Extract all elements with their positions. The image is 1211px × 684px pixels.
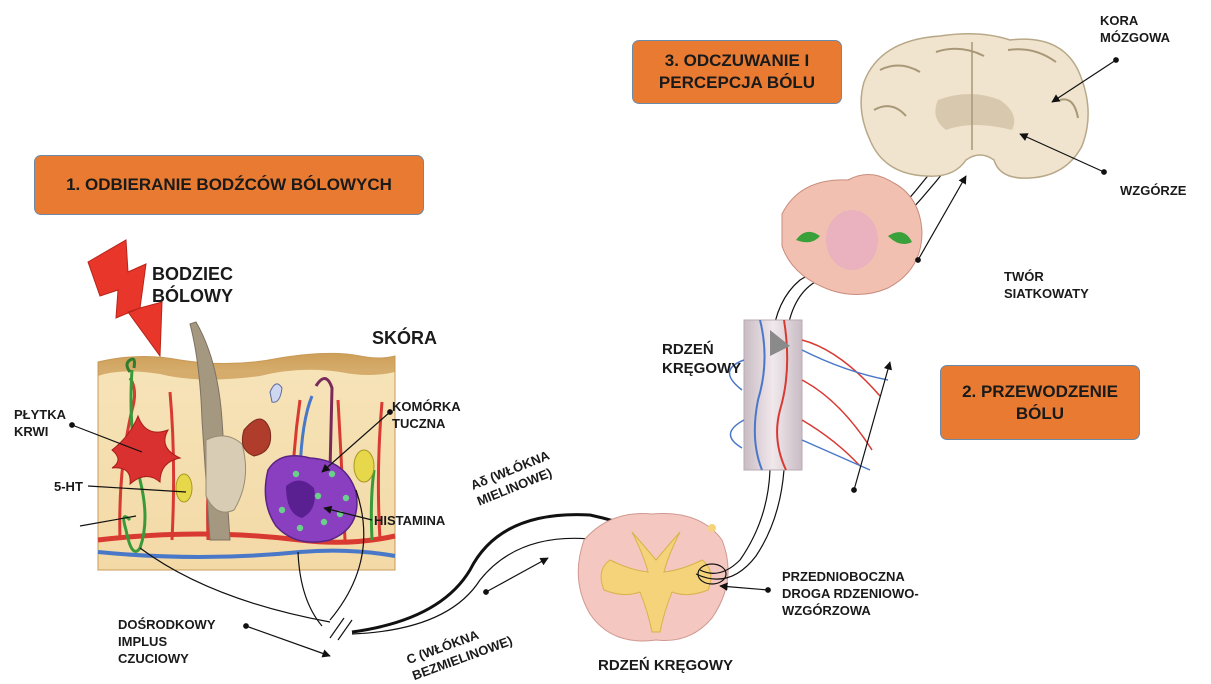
stage-conduction-box: 2. PRZEWODZENIE BÓLU: [940, 365, 1140, 440]
stage-reception-label: 1. ODBIERANIE BODŹCÓW BÓLOWYCH: [66, 174, 392, 196]
anterolateral-tract-label: PRZEDNIOBOCZNA DROGA RDZENIOWO- WZGÓRZOW…: [782, 568, 919, 619]
reticular-formation-label: TWÓR SIATKOWATY: [1004, 268, 1089, 302]
serotonin-label: 5-HT: [54, 478, 83, 495]
stage-perception-line2: PERCEPCJA BÓLU: [659, 72, 815, 94]
skin-label: SKÓRA: [372, 327, 437, 349]
cerebral-cortex-label: KORA MÓZGOWA: [1100, 12, 1170, 46]
thalamus-label: WZGÓRZE: [1120, 182, 1186, 199]
stimulus-label: BODZIEC BÓLOWY: [152, 263, 233, 307]
stage-perception-box: 3. ODCZUWANIE I PERCEPCJA BÓLU: [632, 40, 842, 104]
afferent-impulse-label: DOŚRODKOWY IMPLUS CZUCIOWY: [118, 616, 216, 667]
lightning-bolt-icon: [88, 240, 162, 356]
stage-conduction-line1: 2. PRZEWODZENIE: [962, 381, 1118, 403]
stage-perception-line1: 3. ODCZUWANIE I: [665, 50, 810, 72]
stage-reception-box: 1. ODBIERANIE BODŹCÓW BÓLOWYCH: [34, 155, 424, 215]
histamine-label: HISTAMINA: [374, 512, 445, 529]
spinal-cord-segment: [729, 320, 888, 470]
brainstem-section: [782, 174, 922, 294]
spinal-cord-bottom-label: RDZEŃ KRĘGOWY: [598, 656, 733, 675]
stage-conduction-line2: BÓLU: [1016, 403, 1064, 425]
mast-cell-label: KOMÓRKA TUCZNA: [392, 398, 461, 432]
spinal-cord-label: RDZEŃ KRĘGOWY: [662, 340, 741, 378]
brain-coronal-section: [861, 34, 1088, 178]
platelet-label: PŁYTKA KRWI: [14, 406, 66, 440]
